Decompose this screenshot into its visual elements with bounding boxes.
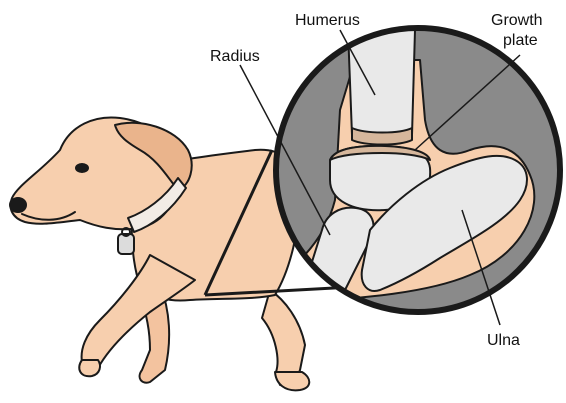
- label-ulna: Ulna: [487, 332, 520, 349]
- label-growth-plate-line1: Growth: [491, 12, 543, 29]
- dog-nose: [10, 198, 26, 212]
- inset-magnified-view: [276, 28, 560, 312]
- label-radius: Radius: [210, 48, 260, 65]
- dog-illustration: [10, 117, 309, 390]
- dog-eye: [76, 164, 88, 172]
- dog-hind-paw: [275, 372, 309, 390]
- label-growth-plate-line2: plate: [503, 32, 538, 49]
- label-humerus: Humerus: [295, 12, 360, 29]
- bone-humerus: [348, 30, 415, 139]
- dog-near-front-paw: [79, 360, 100, 376]
